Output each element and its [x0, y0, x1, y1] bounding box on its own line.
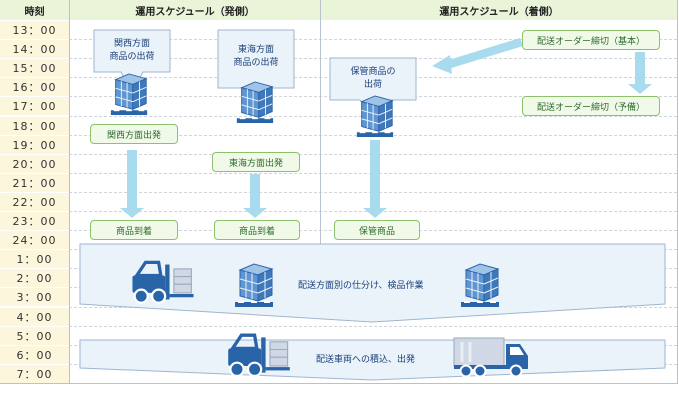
time-cell: 4：00 — [0, 307, 69, 326]
time-cell: 6：00 — [0, 345, 69, 364]
time-cell: 2：00 — [0, 269, 69, 288]
time-cell: 7：00 — [0, 364, 69, 383]
time-cell: 16：00 — [0, 78, 69, 97]
time-cell: 14：00 — [0, 40, 69, 59]
tokai-depart-box: 東海方面出発 — [212, 152, 300, 172]
storage-shipment-label: 保管商品の 出荷 — [330, 66, 416, 92]
time-cell: 18：00 — [0, 116, 69, 135]
time-cell: 21：00 — [0, 173, 69, 192]
storage-goods-box: 保管商品 — [334, 220, 420, 240]
time-cell: 1：00 — [0, 250, 69, 269]
kansai-shipment-label: 関西方面 商品の出荷 — [94, 38, 170, 64]
order-cutoff-basic-box: 配送オーダー締切（基本） — [522, 30, 660, 50]
pallet-boxes-icon — [110, 73, 148, 116]
tokai-shipment-line2: 商品の出荷 — [233, 58, 279, 68]
storage-shipment-line1: 保管商品の — [350, 67, 396, 77]
arrival-schedule-header: 運用スケジュール（着側） — [321, 0, 677, 20]
kansai-arrival-box: 商品到着 — [90, 220, 178, 240]
time-cell: 23：00 — [0, 212, 69, 230]
right-border — [677, 0, 678, 384]
pallet-boxes-icon — [356, 95, 394, 138]
storage-shipment-line2: 出荷 — [363, 80, 382, 90]
time-column-divider — [69, 0, 70, 384]
kansai-shipment-line2: 商品の出荷 — [109, 52, 155, 62]
tokai-shipment-label: 東海方面 商品の出荷 — [218, 44, 294, 70]
departure-arrival-divider — [320, 0, 321, 244]
pallet-boxes-icon — [236, 81, 274, 124]
time-cell: 3：00 — [0, 288, 69, 307]
time-cell: 15：00 — [0, 59, 69, 78]
time-cell: 24：00 — [0, 231, 69, 250]
bottom-border — [0, 383, 678, 384]
time-cell: 17：00 — [0, 97, 69, 116]
kansai-depart-box: 関西方面出発 — [90, 124, 178, 144]
sorting-process-label: 配送方面別の仕分け、検品作業 — [298, 281, 424, 291]
order-cutoff-reserve-box: 配送オーダー締切（予備） — [522, 96, 660, 116]
row-divider — [69, 39, 677, 41]
time-cell: 22：00 — [0, 192, 69, 211]
time-cell: 13：00 — [0, 21, 69, 39]
time-cell: 20：00 — [0, 154, 69, 173]
tokai-arrival-box: 商品到着 — [214, 220, 300, 240]
row-divider — [69, 325, 677, 327]
time-cell: 5：00 — [0, 326, 69, 345]
time-cell: 19：00 — [0, 135, 69, 154]
departure-schedule-header: 運用スケジュール（発側） — [70, 0, 320, 20]
time-column-header: 時刻 — [0, 0, 69, 20]
tokai-shipment-line1: 東海方面 — [237, 45, 274, 55]
loading-process-label: 配送車両への積込、出発 — [316, 355, 416, 365]
kansai-shipment-line1: 関西方面 — [113, 39, 150, 49]
sorting-band — [79, 243, 666, 323]
